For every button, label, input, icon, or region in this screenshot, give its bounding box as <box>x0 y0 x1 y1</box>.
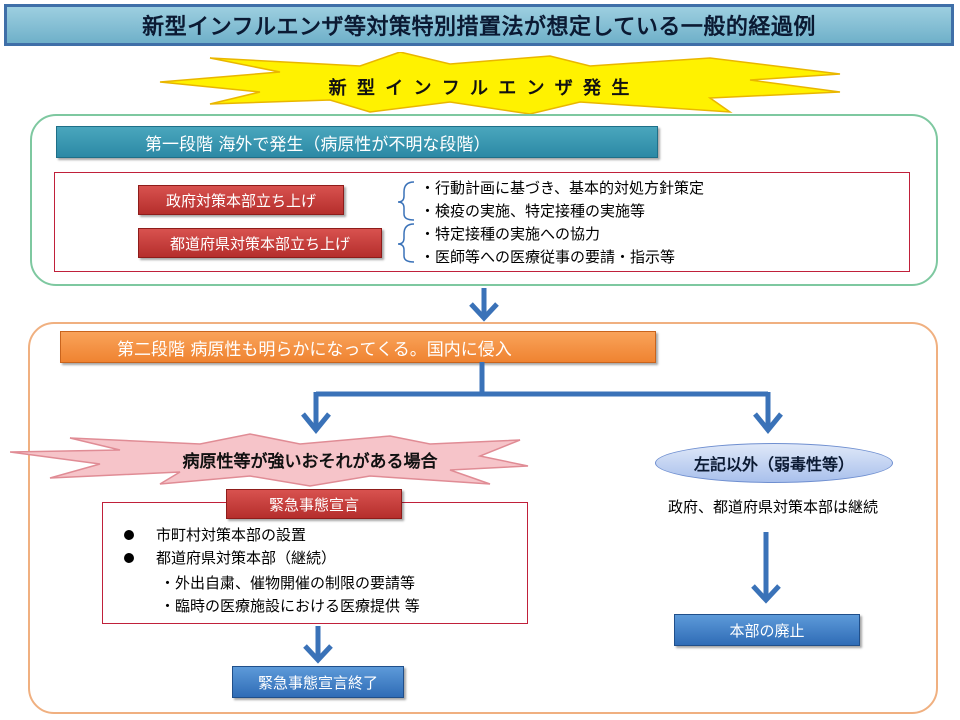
emergency-end-label: 緊急事態宣言終了 <box>257 673 378 692</box>
gov-hq-label: 政府対策本部立ち上げ <box>165 191 316 210</box>
emergency-declaration-label: 緊急事態宣言 <box>268 495 359 514</box>
brace-icon-pref <box>397 223 415 263</box>
measure-item-2-text: 都道府県対策本部（継続） <box>156 549 337 567</box>
sub-measure-1: ・外出自粛、催物開催の制限の要請等 <box>160 574 416 592</box>
page-title-text: 新型インフルエンザ等対策特別措置法が想定している一般的経過例 <box>142 15 816 40</box>
gov-hq-button[interactable]: 政府対策本部立ち上げ <box>138 185 344 215</box>
abolish-hq-button[interactable]: 本部の廃止 <box>674 614 860 646</box>
arrow-down-icon <box>303 626 333 664</box>
arrow-down-icon <box>469 288 499 322</box>
bullet-icon <box>124 553 134 563</box>
stage2-header: 第二段階 病原性も明らかになってくる。国内に侵入 <box>60 331 656 363</box>
brace-icons <box>397 181 415 263</box>
pref-hq-button[interactable]: 都道府県対策本部立ち上げ <box>138 228 382 258</box>
severe-case-burst-shape <box>10 433 529 487</box>
emergency-declaration-button[interactable]: 緊急事態宣言 <box>226 489 402 519</box>
pref-item-1: ・特定接種の実施への協力 <box>420 225 601 243</box>
branch-connector <box>301 362 783 434</box>
measure-item-1: 市町村対策本部の設置 <box>124 524 306 546</box>
other-case-label: 左記以外（弱毒性等） <box>693 455 854 474</box>
stage2-title: 第二段階 病原性も明らかになってくる。国内に侵入 <box>117 339 512 360</box>
stage1-header: 第一段階 海外で発生（病原性が不明な段階） <box>56 126 658 158</box>
gov-item-1: ・行動計画に基づき、基本的対処方針策定 <box>420 179 704 197</box>
measure-item-1-text: 市町村対策本部の設置 <box>156 526 307 544</box>
arrow-down-icon-right <box>753 412 783 434</box>
arrow-down-icon <box>751 532 781 604</box>
bullet-icon <box>124 530 134 540</box>
measure-item-2: 都道府県対策本部（継続） <box>124 547 336 569</box>
emergency-end-button[interactable]: 緊急事態宣言終了 <box>232 666 404 698</box>
severe-case-label: 病原性等が強いおそれがある場合 <box>182 451 438 472</box>
abolish-hq-label: 本部の廃止 <box>729 621 805 640</box>
continue-text: 政府、都道府県対策本部は継続 <box>667 498 878 516</box>
arrow-down-icon-left <box>301 412 331 434</box>
outbreak-burst-shape <box>159 52 841 115</box>
sub-measure-2: ・臨時の医療施設における医療提供 等 <box>160 597 420 615</box>
emergency-measures-frame <box>102 502 528 624</box>
other-case-oval: 左記以外（弱毒性等） <box>655 443 893 483</box>
pref-item-2: ・医師等への医療従事の要請・指示等 <box>420 248 676 266</box>
gov-item-2: ・検疫の実施、特定接種の実施等 <box>420 202 646 220</box>
page-title: 新型インフルエンザ等対策特別措置法が想定している一般的経過例 <box>4 4 954 46</box>
outbreak-label: 新 型 イ ン フ ル エ ン ザ 発 生 <box>328 78 632 99</box>
pref-hq-label: 都道府県対策本部立ち上げ <box>169 234 350 253</box>
stage1-title: 第一段階 海外で発生（病原性が不明な段階） <box>145 134 491 155</box>
brace-icon-gov <box>397 181 415 221</box>
